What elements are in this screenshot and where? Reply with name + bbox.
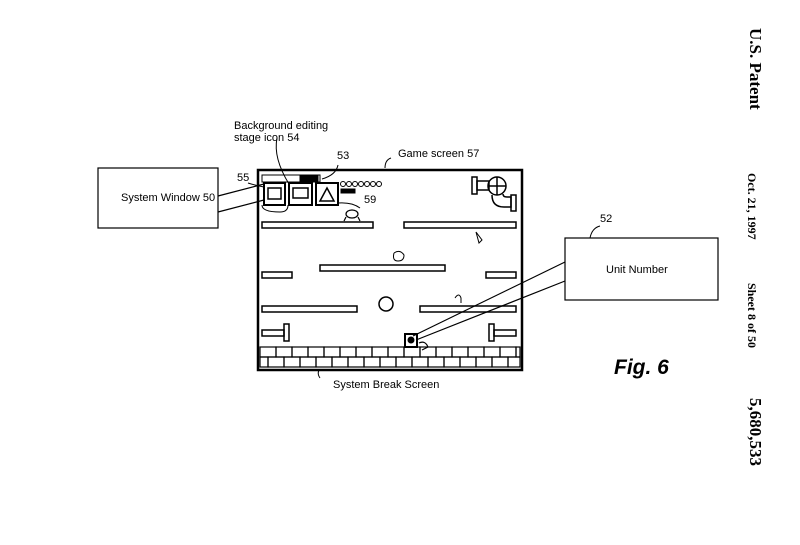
brick [356, 347, 372, 357]
brick [372, 347, 388, 357]
brick [316, 357, 332, 367]
brick [260, 347, 276, 357]
brick [428, 357, 444, 367]
ref-59: 59 [364, 194, 376, 206]
system-break-screen-label: System Break Screen [333, 379, 439, 391]
brick [412, 357, 428, 367]
ref-55: 55 [237, 172, 249, 184]
brick [364, 357, 380, 367]
unit-number-label: Unit Number [606, 264, 668, 276]
brick [492, 357, 508, 367]
brick [268, 357, 284, 367]
brick [340, 347, 356, 357]
patent-date: Oct. 21, 1997 [744, 173, 759, 240]
brick [388, 347, 404, 357]
brick [436, 347, 452, 357]
brick [332, 357, 348, 367]
brick [452, 347, 468, 357]
brick [308, 347, 324, 357]
brick [476, 357, 492, 367]
brick [468, 347, 484, 357]
brick [260, 357, 268, 367]
brick [484, 347, 500, 357]
system-window-label: System Window 50 [121, 192, 215, 204]
brick [348, 357, 364, 367]
unit-number-display [300, 176, 318, 181]
brick [276, 347, 292, 357]
brick [508, 357, 520, 367]
brick [460, 357, 476, 367]
patent-number: 5,680,533 [745, 398, 765, 466]
brick [404, 347, 420, 357]
game-screen [258, 170, 522, 370]
pow-block [379, 297, 393, 311]
game-screen-label: Game screen 57 [398, 148, 479, 160]
background-icon-label-2: stage icon 54 [234, 132, 299, 144]
brick [284, 357, 300, 367]
background-icon-label-1: Background editing [234, 120, 328, 132]
brick [396, 357, 412, 367]
ref-53: 53 [337, 150, 349, 162]
ref-52: 52 [600, 213, 612, 225]
patent-title: U.S. Patent [745, 28, 765, 110]
brick [516, 347, 520, 357]
brick [444, 357, 460, 367]
brick [324, 347, 340, 357]
character-sprite [344, 210, 360, 221]
figure-label: Fig. 6 [614, 356, 669, 380]
brick [292, 347, 308, 357]
brick [380, 357, 396, 367]
pipe-sprite [472, 177, 516, 211]
brick [300, 357, 316, 367]
score-display [341, 182, 382, 194]
brick [420, 347, 436, 357]
sheet-number: Sheet 8 of 50 [744, 283, 759, 348]
system-break-screen-bricks [260, 347, 520, 367]
brick [500, 347, 516, 357]
icon-55 [264, 183, 285, 205]
